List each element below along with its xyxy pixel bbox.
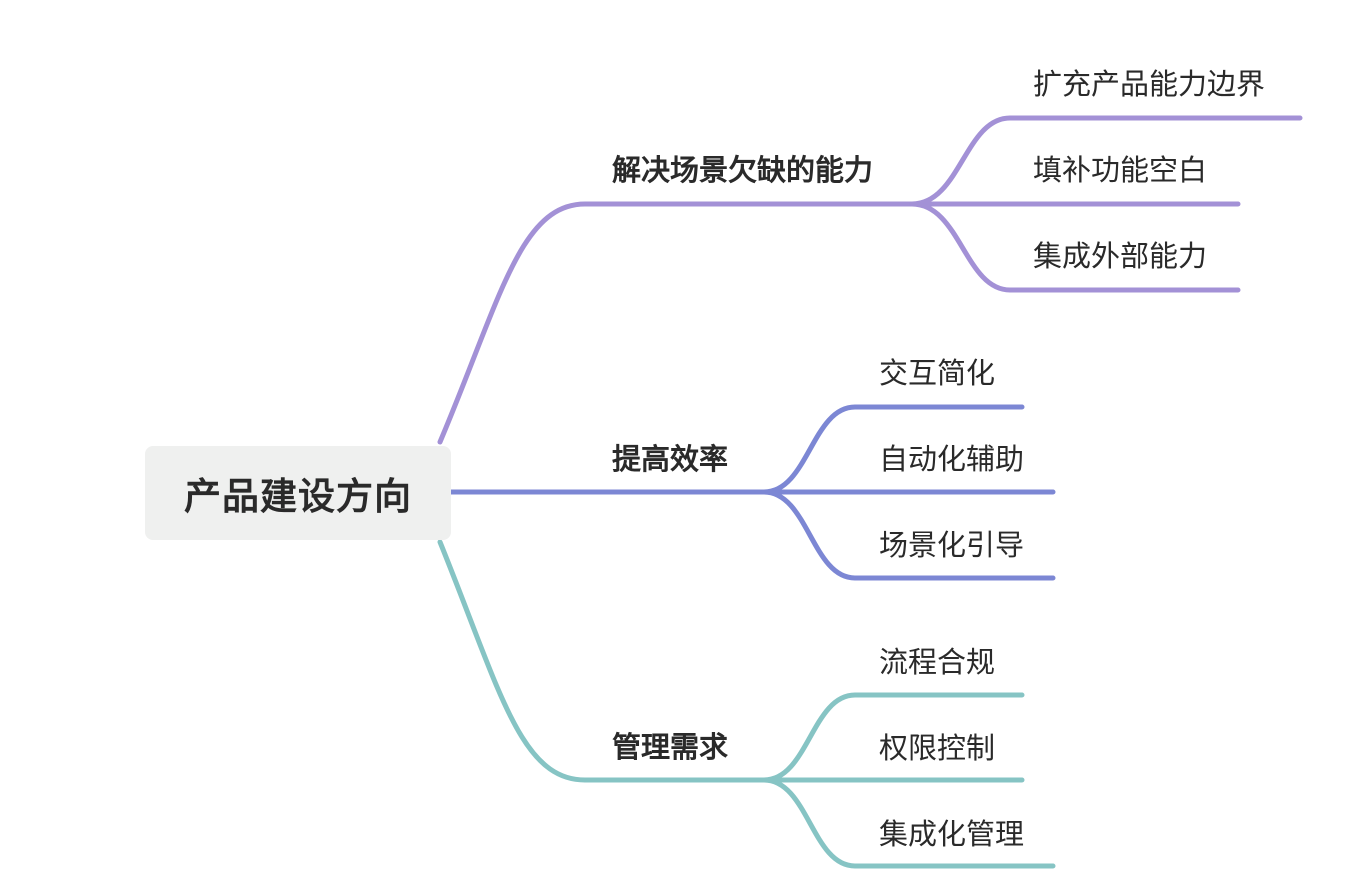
connector-root-branch bbox=[437, 201, 915, 445]
leaf-label: 集成化管理 bbox=[879, 817, 1025, 851]
leaf-node[interactable]: 自动化辅助 bbox=[879, 445, 1024, 474]
leaf-label: 自动化辅助 bbox=[879, 442, 1025, 476]
connector-branch-leaf bbox=[761, 692, 1025, 783]
root-label: 产品建设方向 bbox=[184, 475, 412, 518]
branch-label: 提高效率 bbox=[612, 442, 729, 476]
root-node[interactable]: 产品建设方向 bbox=[145, 446, 451, 540]
connector-branch-leaf bbox=[761, 404, 1025, 495]
leaf-label: 场景化引导 bbox=[879, 528, 1025, 562]
leaf-label: 填补功能空白 bbox=[1033, 153, 1208, 187]
branch-node-management[interactable]: 管理需求 bbox=[612, 733, 728, 762]
connector-branch-leaf bbox=[909, 201, 1241, 293]
leaf-label: 权限控制 bbox=[879, 731, 996, 765]
connector-branch-leaf bbox=[761, 777, 1056, 869]
leaf-node[interactable]: 集成化管理 bbox=[879, 820, 1024, 849]
leaf-node[interactable]: 交互简化 bbox=[879, 359, 995, 388]
leaf-label: 集成外部能力 bbox=[1033, 239, 1208, 273]
leaf-node[interactable]: 场景化引导 bbox=[879, 531, 1024, 560]
leaf-node[interactable]: 集成外部能力 bbox=[1033, 242, 1207, 271]
leaf-node[interactable]: 填补功能空白 bbox=[1033, 156, 1207, 185]
branch-node-efficiency[interactable]: 提高效率 bbox=[612, 445, 728, 474]
leaf-label: 扩充产品能力边界 bbox=[1033, 67, 1266, 101]
leaf-label: 交互简化 bbox=[879, 356, 996, 390]
connector-branch-leaf bbox=[761, 489, 1056, 581]
connector-root-branch bbox=[437, 539, 767, 783]
leaf-node[interactable]: 权限控制 bbox=[879, 734, 995, 763]
branch-label: 管理需求 bbox=[612, 730, 729, 764]
branch-label: 解决场景欠缺的能力 bbox=[612, 153, 874, 187]
branch-node-capability[interactable]: 解决场景欠缺的能力 bbox=[612, 156, 873, 185]
connector-branch-leaf bbox=[909, 115, 1303, 207]
leaf-node[interactable]: 流程合规 bbox=[879, 648, 995, 677]
leaf-node[interactable]: 扩充产品能力边界 bbox=[1033, 70, 1265, 99]
leaf-label: 流程合规 bbox=[879, 645, 996, 679]
